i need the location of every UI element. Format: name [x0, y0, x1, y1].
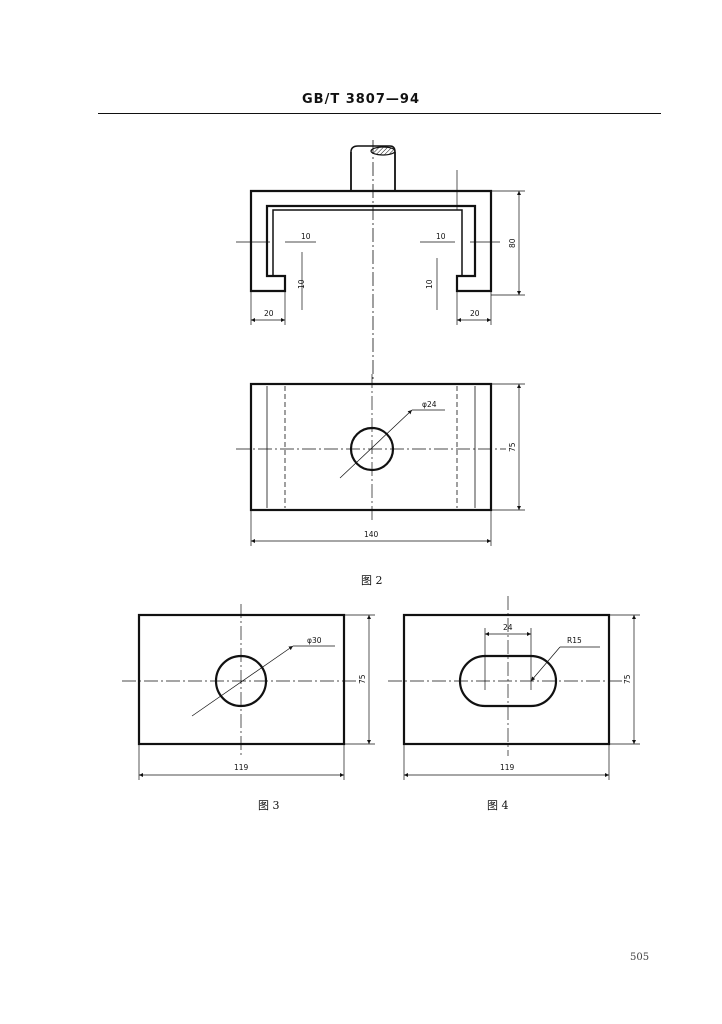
- dim-foot-left: 20: [264, 309, 274, 318]
- bracket-inner-line: [272, 209, 463, 276]
- dim-foot-right: 20: [470, 309, 480, 318]
- dim-plate-width: 140: [364, 530, 379, 539]
- figure-4-slot: [458, 654, 558, 708]
- dim-width-4: 119: [500, 763, 515, 772]
- dim-hole-dia-2: φ24: [422, 400, 437, 409]
- figure-2-caption: 图 2: [361, 574, 383, 587]
- dim-lip-right: 10: [425, 279, 434, 289]
- header-rule: [98, 113, 661, 114]
- dim-height: 80: [508, 238, 517, 248]
- dim-height-4: 75: [623, 674, 632, 684]
- dim-radius: R15: [567, 636, 582, 645]
- dim-height-3: 75: [358, 674, 367, 684]
- dim-slot-center: 24: [503, 623, 513, 632]
- figure-4-drawing: [388, 596, 640, 780]
- dim-hole-dia-3: φ30: [307, 636, 322, 645]
- figure-3-drawing: [122, 604, 375, 780]
- figure-3-outline: [137, 613, 346, 746]
- dim-thickness-left: 10: [301, 232, 311, 241]
- standard-header: GB/T 3807—94: [302, 92, 420, 107]
- figure-4-caption: 图 4: [487, 799, 509, 812]
- figure-4-outline: [402, 613, 611, 746]
- dim-lip-left: 10: [297, 279, 306, 289]
- plate-outline: [249, 382, 493, 512]
- page-number: 505: [630, 952, 650, 963]
- figure-2-drawing: [236, 140, 525, 380]
- dim-thickness-right: 10: [436, 232, 446, 241]
- dim-plate-height: 75: [508, 442, 517, 452]
- dim-width-3: 119: [234, 763, 249, 772]
- shaft: [350, 145, 396, 190]
- bracket-outline: [249, 189, 493, 293]
- figure-3-caption: 图 3: [258, 799, 280, 812]
- figure-2-plate: [236, 374, 525, 546]
